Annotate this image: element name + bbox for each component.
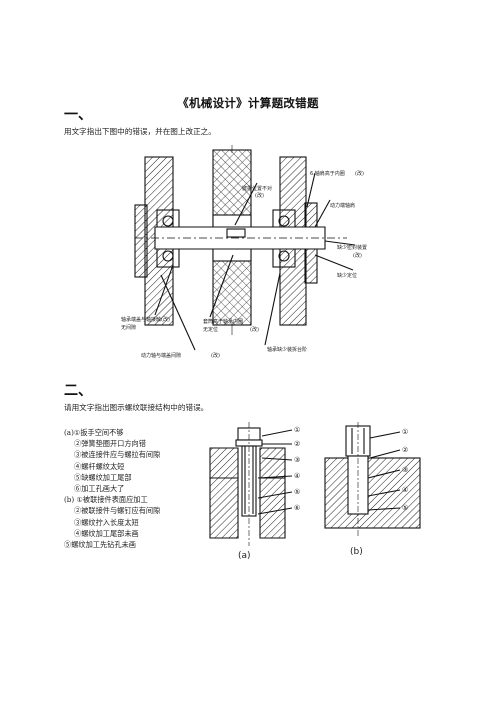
page-title: 《机械设计》计算题改错题	[177, 96, 319, 110]
list-item: ⑤缺螺纹加工尾部	[74, 472, 132, 482]
svg-text:缺少定位: 缺少定位	[337, 272, 357, 279]
svg-text:(改): (改)	[355, 170, 364, 177]
svg-text:①: ①	[402, 428, 408, 436]
svg-text:动力端轴肩: 动力端轴肩	[330, 202, 355, 209]
section-2-heading: 二、	[64, 383, 92, 399]
label-keyway: 键槽位置不对	[242, 185, 272, 192]
svg-text:①: ①	[294, 426, 300, 434]
bolt-shank	[241, 445, 257, 517]
list-item: ③被连接件应与螺拉有间隙	[74, 450, 161, 460]
caption-a: (a)	[238, 551, 251, 561]
section-1-instruction: 用文字指出下图中的错误，并在图上改正之。	[64, 127, 216, 136]
svg-text:④: ④	[294, 472, 300, 480]
label-sleeve: 套筒高于轴承内圈	[203, 318, 243, 325]
svg-text:④: ④	[402, 486, 408, 494]
label-step: 轴承缺少装拆台阶	[267, 346, 307, 353]
list-item: ②被联接件与螺钉应有间隙	[74, 506, 161, 516]
svg-text:(改): (改)	[353, 252, 362, 259]
error-list: (a)①扳手空间不够 ②弹簧垫圈开口方向错 ③被连接件应与螺拉有间隙 ④螺杆螺纹…	[64, 427, 224, 550]
svg-text:无间隙: 无间隙	[121, 324, 136, 331]
key	[226, 228, 246, 238]
svg-text:(改): (改)	[255, 192, 264, 199]
svg-text:②: ②	[294, 440, 300, 448]
svg-text:⑤: ⑤	[294, 488, 300, 496]
caption-b: (b)	[350, 547, 363, 557]
svg-text:③: ③	[402, 466, 408, 474]
list-item: ③螺纹拧入长度太短	[74, 517, 139, 527]
svg-text:⑥: ⑥	[294, 504, 300, 512]
drawing-b	[324, 422, 421, 536]
shaft-assembly-drawing: 键槽位置不对 (改) 6.轴肩高于内圈 (改) 动力端轴肩 缺少密封装置 (改)…	[121, 145, 367, 359]
list-item: ⑥加工孔画大了	[74, 484, 125, 494]
list-item: ②弹簧垫圈开口方向错	[74, 439, 146, 449]
section-1-heading: 一、	[64, 107, 92, 123]
svg-text:②: ②	[402, 446, 408, 454]
svg-text:(改): (改)	[250, 326, 259, 333]
svg-text:③: ③	[294, 456, 300, 464]
label-end-cover: 轴承端盖与轴接触(改)	[121, 316, 170, 323]
drawing-a	[209, 422, 293, 546]
shaft	[154, 226, 326, 250]
label-gap: 动力轴与端盖间隙	[141, 352, 181, 359]
bolt-joint-drawings: ① ② ③ ④ ⑤ ⑥ ① ② ③ ④ ⑤ (a) (b)	[209, 422, 421, 561]
section-2-instruction: 请用文字指出图示螺纹联接结构中的错误。	[64, 403, 209, 412]
list-item: ④螺纹加工尾部未画	[74, 528, 139, 538]
label-seal: 缺少密封装置	[337, 244, 367, 251]
list-item: ⑤螺纹加工先钻孔未画	[64, 540, 136, 550]
list-item: (a)①扳手空间不够	[64, 428, 124, 437]
list-item: ④螺杆螺纹太短	[74, 461, 125, 471]
svg-text:(改): (改)	[211, 352, 220, 359]
list-item: (b) ①被联接件表面应加工	[64, 495, 148, 505]
svg-text:⑤: ⑤	[402, 504, 408, 512]
label-shoulder: 6.轴肩高于内圈	[310, 170, 345, 177]
svg-text:无定位: 无定位	[203, 326, 218, 333]
